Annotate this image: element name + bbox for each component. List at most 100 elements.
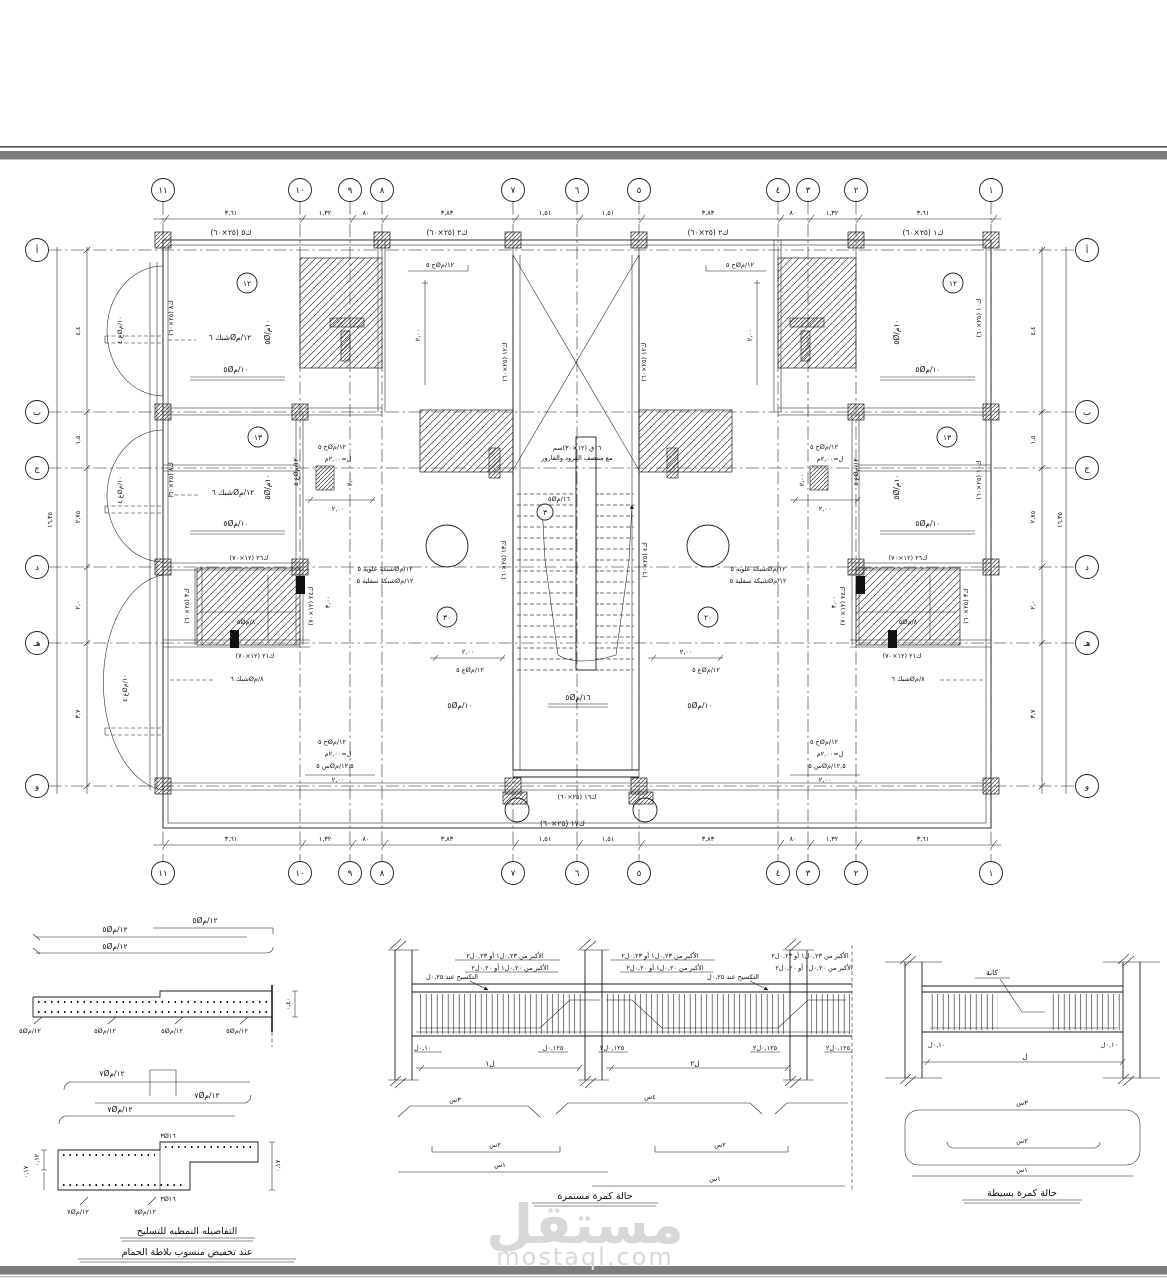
rebar-annotation: ٥Ø١٢/م xyxy=(102,925,127,934)
watermark-url: mostaql.com xyxy=(496,1243,673,1271)
dim-label: ٣,٨٣ xyxy=(702,209,715,217)
rebar-annotation: ح ٥Ø١٢/م xyxy=(426,261,455,269)
dimension: ٢,٠٠ xyxy=(332,776,345,784)
rebar-annotation: ٥Ø٨/م xyxy=(237,618,256,626)
slab-outline xyxy=(162,239,992,829)
dim-label: ٠,١٢٥ل xyxy=(543,1044,564,1052)
rebar-annotation: ٣Ø١٦ xyxy=(160,1132,176,1140)
detail-note: التكسيح عند ٠,٢٥ل xyxy=(707,973,759,981)
dimension: ٠,١٢ xyxy=(33,1153,41,1166)
top-divider xyxy=(0,146,1167,160)
grid-bubble-label: د xyxy=(35,563,39,573)
dim-label: ٨٠ xyxy=(790,835,797,843)
detail-simple-beam: كانة ٠,١٠ل ٠,١٠ل ل ٣س ٢س ١س حالة كمرة بس… xyxy=(885,953,1160,1204)
dimension: ٣,٠٠ xyxy=(830,596,838,609)
dim-chain-left: ٤,٤ ١,٥ ٢,٧٥ ٢,٠ ٣,٧ ١٦,٣٥ xyxy=(46,246,91,794)
grid-bubble-label: ٧ xyxy=(511,869,516,879)
dim-label: ٣,٦١ xyxy=(225,835,238,843)
panel-number: ١٢ xyxy=(949,279,957,288)
grid-bubble-label: ٦ xyxy=(575,869,580,879)
detail-note: الأكبر من ٠,٢٠ل١ أو ٠,٢٠ل٢ xyxy=(471,963,549,972)
panel-number: ١٢ xyxy=(243,279,251,288)
rebar-annotation: شبك ٦Ø٨/م xyxy=(230,675,264,683)
dim-label: ٠,١٢٥ل٢ xyxy=(600,1044,625,1052)
grid-bubble-label: أ xyxy=(36,244,38,256)
rebar-annotation: ٥Ø١٢/م xyxy=(192,916,217,925)
rebar-annotation: ٥Ø١٠/م xyxy=(447,701,472,710)
rebar-annotation: ح ٥Ø١٢/م xyxy=(810,738,839,746)
beam-label: ك١٣ (٢٥×٦٠) xyxy=(500,541,508,580)
dimension: ٢,٠٠ xyxy=(414,329,422,342)
dim-label: ٢,٧٥ xyxy=(74,510,82,523)
watermark-logo: مستقل xyxy=(486,1193,684,1256)
dim-label: ٣,٦١ xyxy=(917,209,930,217)
dim-label: ١,٣٢ xyxy=(319,209,332,217)
grid-bubble-label: ج xyxy=(34,464,40,474)
beam-label: ك١٧ (٢٥×٦٠) xyxy=(540,819,585,828)
floor-plan: ١١ ١٠ ٩ ٨ ٧ ٦ ٥ ٤ ٣ ٢ ١ ١١ ١٠ ٩ ٨ ٧ ٦ ٥ … xyxy=(25,178,1099,885)
detail-note: الأكبر من ٠,٢٣ل١ أو ٠,٢٣ل٢ xyxy=(466,951,544,960)
stair-flight-arrow-down xyxy=(615,504,634,656)
rebar-annotation: ل=٢,٠٠م xyxy=(817,750,844,758)
rebar-annotation: ح ٥Ø١٢/م xyxy=(318,443,347,451)
rebar-annotation: ٥Ø١٠/م xyxy=(687,701,712,710)
beam-label: ك١٠ (٢٥×٦٠) xyxy=(975,299,983,338)
bar-mark: ٣س xyxy=(1016,1099,1028,1107)
rebar-annotation: ل=٢,٠٠م xyxy=(817,455,844,463)
rebar-annotation: ٧Ø١٢/م xyxy=(67,1208,89,1216)
dim-label: ٣,٦١ xyxy=(917,835,930,843)
dim-total-label: ١٦,٣٥ xyxy=(1056,511,1064,528)
rebar-annotation: ٣Ø١٦ xyxy=(160,1195,176,1203)
rebar-annotation: ل=٢,٠٠م xyxy=(325,455,352,463)
beam-label: ك١ (٢٥×٦٠) xyxy=(903,228,944,237)
dim-label: ٣,٧ xyxy=(1029,709,1037,719)
panel-number: ٢٠ xyxy=(704,613,712,622)
detail-title: حالة كمرة مستمرة xyxy=(557,1191,632,1202)
grid-bubble-label: ٦ xyxy=(575,186,580,196)
rebar-annotation: ٥Ø١٠/م xyxy=(223,519,248,528)
stirrup-label: كانة xyxy=(986,968,998,977)
panel-number: ٣٠ xyxy=(443,613,451,622)
grid-bubble-label: ٧ xyxy=(511,186,516,196)
rebar-annotation: ٧Ø١٢/م xyxy=(194,1091,219,1100)
dim-label: ٣,٨٣ xyxy=(702,835,715,843)
rebar-annotations: شبك ٦Ø١٢/م ٥Ø١٠/م شبك ٦Ø١٢/م ٥Ø١٠/م ٥Ø١٠… xyxy=(116,261,985,784)
bottom-divider xyxy=(0,1266,1167,1278)
rebar-annotation: ٥Ø١٦/م xyxy=(548,495,570,503)
dim-label: ١,٣٢ xyxy=(826,209,839,217)
dim-label: ٨٠ xyxy=(790,209,797,217)
beam-label: ك٢١ (١٢×٧٠) xyxy=(236,652,275,660)
dimension: ٠,٤٠ xyxy=(284,998,292,1011)
dimension: ٢,٠٠ xyxy=(462,648,475,656)
dim-label: ١,٥١ xyxy=(602,835,615,843)
beam-label: ك٢٦ (١٢×٧٠) xyxy=(889,554,928,562)
rebar-annotation: ٥Ø١٢/م xyxy=(102,942,127,951)
dim-label: ٣,٧ xyxy=(74,709,82,719)
bar-mark: ٤س xyxy=(644,1093,655,1101)
dim-label: ٨٠ xyxy=(363,209,370,217)
dim-chain-right: ٤,٤ ١,٥ ٢,٧٥ ٢,٠ ٣,٧ ١٦,٣٥ xyxy=(1029,246,1067,794)
columns-solid xyxy=(230,576,897,648)
dimension: ٢,٠٠ xyxy=(332,505,345,513)
beam-label: ك١٠ (٢٥×٦٠) xyxy=(975,461,983,500)
grid-bubble-label: ١١ xyxy=(158,869,167,879)
grid-bubble-label: ب xyxy=(33,408,41,418)
rebar-annotation: شبك ٦Ø١٢/م xyxy=(209,333,251,342)
rebar-annotation: ٥Ø١٦/م xyxy=(565,693,590,702)
dim-label: ٣,٨٣ xyxy=(441,835,454,843)
rebar-annotation: ح ٥Ø١٢/م xyxy=(726,261,755,269)
grid-bubble-label: ٨ xyxy=(380,869,385,879)
beam-label: ك٢١ (١٢×٧٠) xyxy=(883,652,922,660)
detail-note: الأكبر من ٠,٢٠ل١ أو ٠,٢٠ل٢ xyxy=(775,963,853,972)
bar-mark: ١س xyxy=(494,1161,505,1169)
dim-label: ٢,٧٥ xyxy=(1029,510,1037,523)
watermark: مستقل mostaql.com xyxy=(486,1193,684,1271)
grid-bubble-label: ١ xyxy=(989,186,994,196)
dim-label: ٤,٤ xyxy=(74,326,82,335)
rebar-annotation: شبكة سفلية ٥Ø١٢/م xyxy=(357,577,414,585)
grid-bubble-label: ٥ xyxy=(637,186,642,196)
grid-bubbles-bottom: ١١ ١٠ ٩ ٨ ٧ ٦ ٥ ٤ ٣ ٢ ١ xyxy=(151,861,1003,885)
beam-label: ك٨ (٢٥×٦٠) xyxy=(167,462,175,497)
grid-bubble-label: ٤ xyxy=(776,869,781,879)
